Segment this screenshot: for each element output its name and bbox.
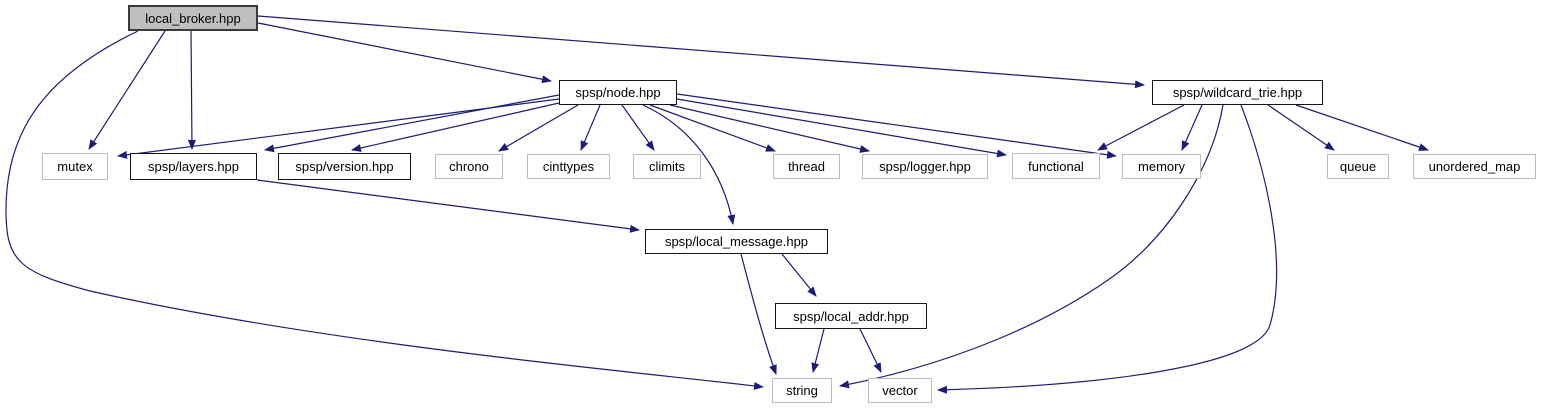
edge-node-climits [621,104,655,151]
edge-local_broker-node [257,22,552,84]
edge-node-functional [676,98,1007,158]
edge-node-memory [676,93,1117,159]
edge-local_broker-mutex [88,30,166,150]
graph-node-vector: vector [868,378,932,403]
graph-node-label: spsp/layers.hpp [147,159,240,174]
graph-node-mutex: mutex [42,153,108,180]
graph-node-local_broker: local_broker.hpp [128,5,258,31]
edge-node-version [351,102,560,152]
graph-node-label: mutex [57,159,93,174]
graph-node-queue: queue [1327,154,1389,179]
edge-wildcard_trie-string [839,104,1224,389]
graph-node-chrono: chrono [435,154,503,179]
graph-node-label: unordered_map [1428,159,1521,174]
edge-local_broker-wildcard_trie [257,15,1145,89]
graph-node-label: spsp/local_message.hpp [664,234,809,249]
edge-node-local_message [642,104,736,225]
graph-node-version[interactable]: spsp/version.hpp [278,153,411,180]
graph-node-label: spsp/wildcard_trie.hpp [1172,85,1303,100]
graph-node-label: string [786,383,818,398]
graph-node-label: spsp/version.hpp [295,159,394,174]
graph-node-string: string [772,378,832,403]
edge-wildcard_trie-vector [937,104,1278,394]
edge-wildcard_trie-memory [1181,104,1203,151]
graph-node-label: cinttypes [542,159,595,174]
graph-node-local_addr[interactable]: spsp/local_addr.hpp [775,303,927,329]
graph-node-thread: thread [773,154,840,179]
graph-node-memory: memory [1122,154,1201,179]
edge-local_broker-string [5,30,764,390]
graph-node-label: local_broker.hpp [145,10,241,26]
graph-node-label: spsp/logger.hpp [879,159,971,174]
graph-node-climits: climits [633,154,701,179]
edge-node-chrono [498,104,579,152]
edge-wildcard_trie-functional [1097,104,1185,151]
graph-node-label: thread [788,159,825,174]
graph-node-label: spsp/node.hpp [575,85,661,100]
graph-node-label: queue [1339,159,1377,174]
graph-node-layers[interactable]: spsp/layers.hpp [130,153,257,180]
edge-node-thread [649,104,776,152]
graph-node-cinttypes: cinttypes [527,154,610,179]
edge-node-logger [669,104,870,153]
edge-local_message-local_addr [781,253,817,297]
edge-local_broker-layers [187,30,196,150]
graph-node-label: functional [1028,158,1084,174]
edge-node-cinttypes [580,104,601,151]
edge-local_addr-vector [859,328,882,373]
edge-wildcard_trie-unordered_map [1295,104,1429,151]
edge-node-layers [264,94,560,153]
graph-node-label: chrono [449,159,489,174]
edge-wildcard_trie-queue [1267,104,1335,151]
graph-node-wildcard_trie[interactable]: spsp/wildcard_trie.hpp [1152,80,1323,105]
graph-node-label: climits [648,159,686,174]
graph-node-label: memory [1138,159,1185,174]
graph-node-local_message[interactable]: spsp/local_message.hpp [645,229,828,254]
edge-local_message-string [740,253,777,375]
edge-layers-local_message [256,179,640,233]
edge-local_addr-string [811,328,825,373]
graph-node-functional: functional [1012,153,1100,179]
graph-node-logger: spsp/logger.hpp [862,154,988,179]
graph-node-label: spsp/local_addr.hpp [793,308,909,324]
graph-node-label: vector [882,383,918,398]
graph-node-unordered_map: unordered_map [1413,154,1536,179]
graph-node-node[interactable]: spsp/node.hpp [559,80,677,105]
